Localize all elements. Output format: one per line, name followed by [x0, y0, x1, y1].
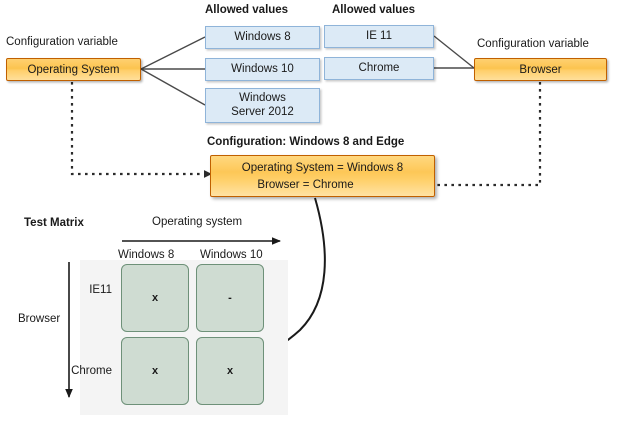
- browser-value-connectors: [433, 35, 475, 69]
- configuration-heading: Configuration: Windows 8 and Edge: [207, 136, 405, 148]
- matrix-row-header-ie11: IE11: [89, 284, 112, 296]
- configuration-box[interactable]: Operating System = Windows 8 Browser = C…: [210, 155, 435, 197]
- allowed-values-heading-os: Allowed values: [205, 4, 289, 16]
- test-matrix-title: Test Matrix: [24, 217, 84, 229]
- allowed-value-windows-8[interactable]: Windows 8: [205, 26, 320, 49]
- browser-configuration-variable-label: Configuration variable: [477, 38, 589, 50]
- allowed-values-heading-browser: Allowed values: [332, 4, 416, 16]
- os-configuration-variable-label: Configuration variable: [6, 36, 118, 48]
- matrix-cell-ie11-windows-10[interactable]: -: [196, 264, 264, 332]
- matrix-column-header-windows-8: Windows 8: [118, 249, 175, 261]
- matrix-column-header-windows-10: Windows 10: [200, 249, 263, 261]
- configuration-line-browser: Browser = Chrome: [257, 178, 354, 191]
- allowed-value-windows-10[interactable]: Windows 10: [205, 58, 320, 81]
- allowed-value-chrome[interactable]: Chrome: [324, 57, 434, 80]
- configuration-line-os: Operating System = Windows 8: [241, 162, 404, 174]
- matrix-y-axis-label: Browser: [18, 313, 61, 325]
- allowed-value-windows-server-2012[interactable]: Windows Server 2012: [205, 88, 320, 123]
- os-value-connectors: [140, 36, 206, 106]
- config-variable-operating-system[interactable]: Operating System: [6, 58, 141, 81]
- matrix-cell-chrome-windows-8[interactable]: x: [121, 337, 189, 405]
- matrix-x-axis-label: Operating system: [152, 216, 243, 228]
- matrix-cell-ie11-windows-8[interactable]: x: [121, 264, 189, 332]
- matrix-cell-chrome-windows-10[interactable]: x: [196, 337, 264, 405]
- config-variable-browser[interactable]: Browser: [474, 58, 607, 81]
- matrix-row-header-chrome: Chrome: [71, 365, 112, 377]
- allowed-value-ie-11[interactable]: IE 11: [324, 25, 434, 48]
- os-to-config-dotted: [70, 82, 212, 178]
